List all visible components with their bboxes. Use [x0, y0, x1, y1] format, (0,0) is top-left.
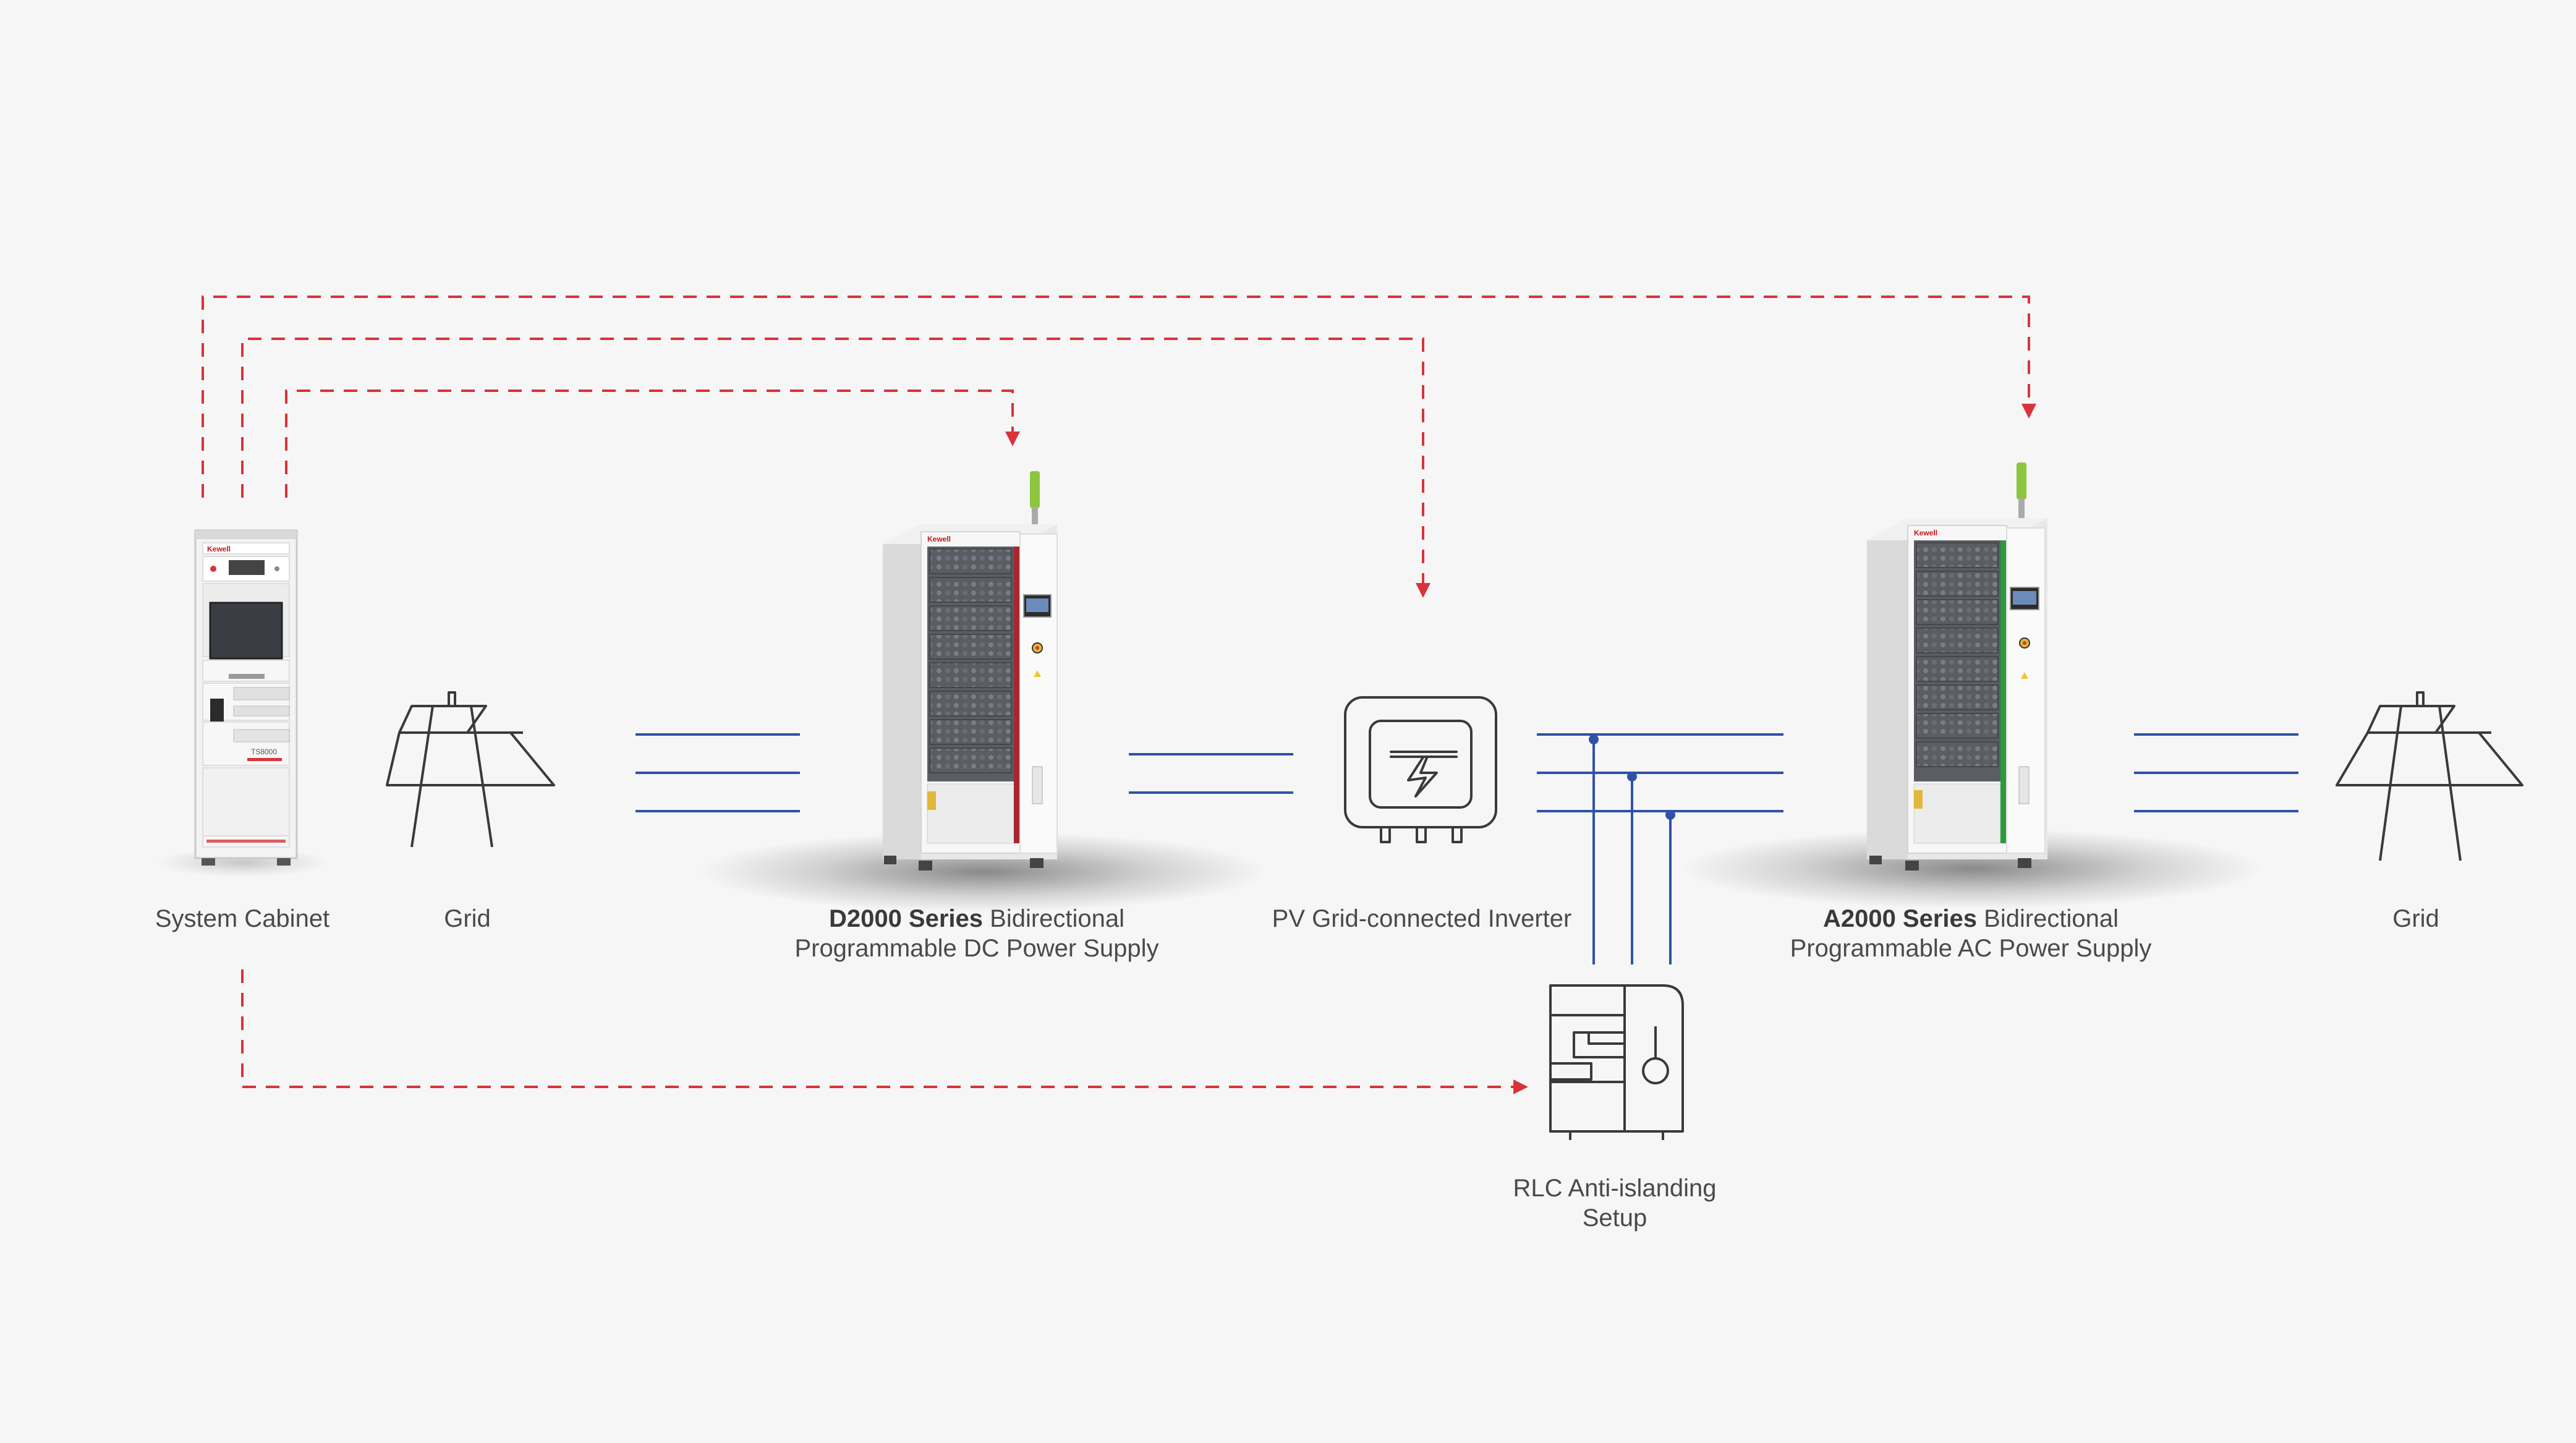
inverter-label: PV Grid-connected Inverter	[1212, 904, 1632, 934]
ac-series-name: A2000 Series	[1822, 905, 1978, 932]
grid-left-label: Grid	[393, 904, 542, 934]
dc-supply-label-line-1: D2000 Series Bidirectional	[754, 904, 1199, 934]
rlc-label-line-2: Setup	[1582, 1204, 1647, 1232]
junction-dot-3	[1665, 810, 1675, 820]
control-link-ac-supply	[202, 296, 2036, 498]
junction-dot-2	[1627, 772, 1637, 781]
dc-supply-label: D2000 Series Bidirectional Programmable …	[754, 904, 1199, 963]
grid-right-label-text: Grid	[2392, 905, 2439, 932]
grid-left-label-text: Grid	[444, 905, 491, 932]
dc-series-name: D2000 Series	[828, 905, 984, 932]
control-link-inverter	[241, 338, 1430, 598]
control-links	[202, 296, 2036, 1094]
junction-dots	[1589, 734, 1675, 820]
cabinet-model: TS8000	[251, 747, 277, 756]
ac-supply-label-line-2: Programmable AC Power Supply	[1790, 935, 2152, 962]
inverter-label-text: PV Grid-connected Inverter	[1272, 905, 1572, 932]
ac-power-supply: Kewell	[1681, 462, 2263, 909]
dc-brand: Kewell	[927, 535, 951, 543]
dc-status-beacon	[1030, 471, 1040, 508]
ac-series-suffix: Bidirectional	[1977, 905, 2119, 932]
system-cabinet-label: System Cabinet	[131, 904, 354, 934]
ac-supply-label-line-1: A2000 Series Bidirectional	[1748, 904, 2193, 934]
ac-brand: Kewell	[1914, 529, 1937, 537]
pv-inverter-icon	[1344, 696, 1497, 843]
rlc-label-line-1: RLC Anti-islanding	[1513, 1175, 1717, 1202]
cabinet-brand: Kewell	[207, 545, 231, 553]
rlc-load-icon	[1549, 984, 1684, 1140]
transmission-tower-icon	[2336, 691, 2523, 861]
ac-supply-label: A2000 Series Bidirectional Programmable …	[1748, 904, 2193, 963]
dc-power-supply: Kewell	[699, 471, 1267, 912]
rlc-label: RLC Anti-islanding Setup	[1429, 1173, 1800, 1233]
power-lines	[635, 733, 2298, 964]
control-link-dc-supply	[285, 389, 1020, 498]
dc-supply-label-line-2: Programmable DC Power Supply	[794, 935, 1159, 962]
ac-status-beacon	[2017, 462, 2026, 500]
system-cabinet: Kewell TS8000	[156, 529, 329, 877]
dc-series-suffix: Bidirectional	[983, 905, 1125, 932]
system-cabinet-label-text: System Cabinet	[155, 905, 330, 932]
junction-dot-1	[1589, 734, 1599, 744]
control-link-rlc	[241, 969, 1528, 1094]
grid-right-label: Grid	[2342, 904, 2490, 934]
transmission-tower-icon	[386, 691, 555, 848]
